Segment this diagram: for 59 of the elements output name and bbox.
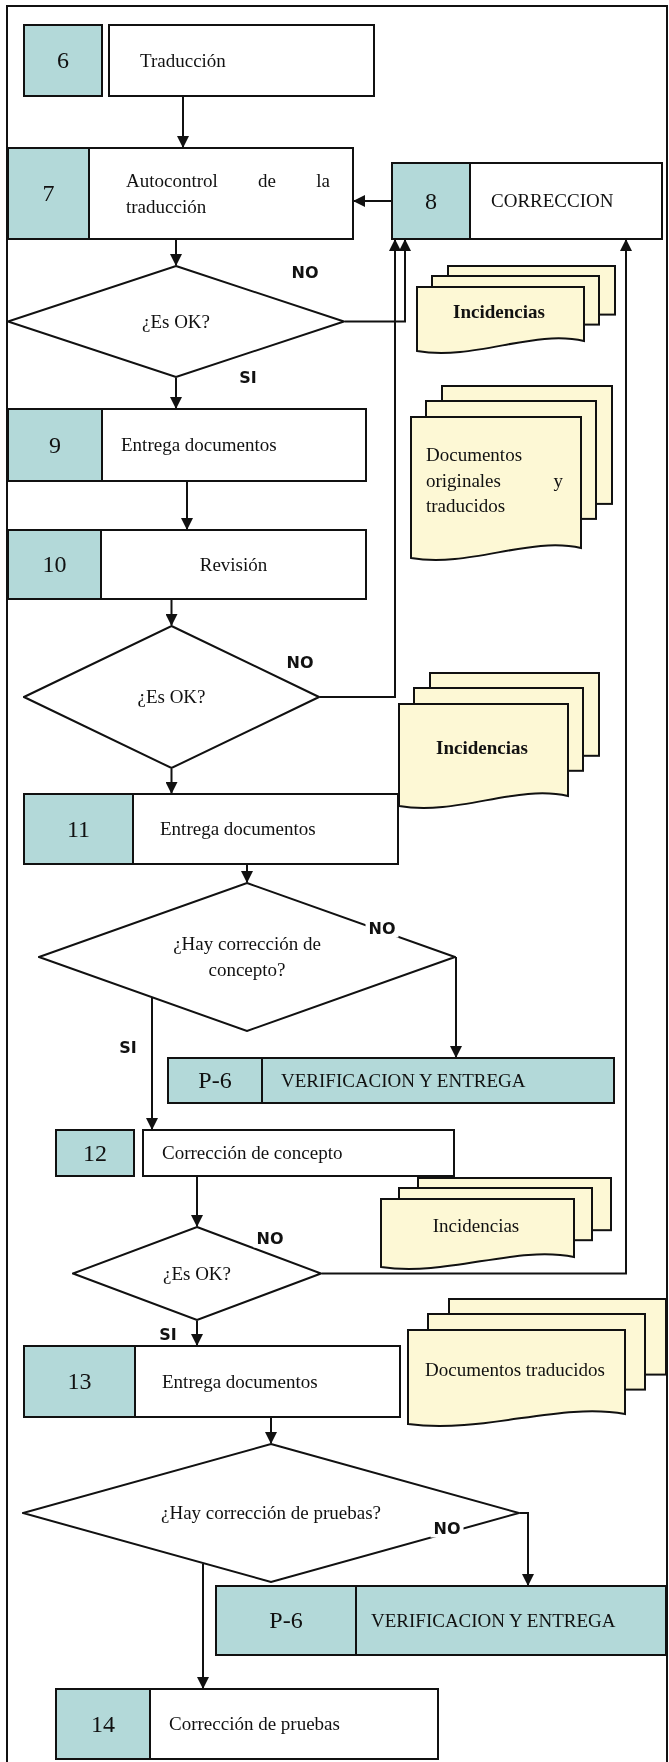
flow-arrow	[181, 481, 193, 530]
step-number-cell: 9	[7, 408, 103, 482]
flow-arrow	[170, 239, 182, 266]
decision-text: ¿Hay corrección de concepto?	[172, 932, 322, 982]
flow-arrow	[146, 996, 158, 1130]
flow-arrow	[241, 864, 253, 883]
document-label: Incidencias	[452, 300, 546, 325]
flow-arrow	[519, 1512, 534, 1586]
flow-arrow	[170, 377, 182, 409]
process-box: Autocontrol de la traducción	[88, 147, 354, 240]
step-number-cell: P-6	[167, 1057, 263, 1104]
decision-text: ¿Es OK?	[161, 1261, 233, 1286]
step-number-cell: 14	[55, 1688, 151, 1760]
step-number-cell: 12	[55, 1129, 135, 1177]
step-number-cell: 11	[23, 793, 134, 865]
flow-arrow	[165, 768, 178, 794]
flow-arrow	[191, 1176, 203, 1227]
decision-text: ¿Es OK?	[140, 309, 212, 334]
flow-arrow	[319, 239, 401, 698]
document-label: Documentos traducidos	[424, 1358, 606, 1383]
step-number-cell: 6	[23, 24, 103, 97]
decision-diamond	[38, 882, 456, 1032]
document-label: Incidencias	[435, 736, 529, 761]
document-stack	[410, 385, 613, 562]
document-stack	[407, 1298, 667, 1428]
process-box: Traducción	[108, 24, 375, 97]
flow-arrow	[344, 239, 411, 323]
decision-diamond	[72, 1226, 322, 1321]
flow-arrow	[265, 1417, 277, 1444]
flow-arrow	[321, 239, 632, 1275]
flow-arrow	[177, 96, 189, 148]
step-number-cell: P-6	[215, 1585, 357, 1656]
flow-arrow	[197, 1562, 209, 1689]
process-box: Entrega documentos	[132, 793, 399, 865]
step-number-cell: 7	[7, 147, 90, 240]
process-box: Revisión	[100, 529, 367, 600]
process-box: CORRECCION	[469, 162, 663, 240]
document-stack	[398, 672, 600, 810]
process-box: Corrección de concepto	[142, 1129, 455, 1177]
document-label: Documentos originales y traducidos	[426, 443, 563, 519]
process-box: Entrega documentos	[101, 408, 367, 482]
flow-arrow	[191, 1320, 203, 1346]
process-box: Corrección de pruebas	[149, 1688, 439, 1760]
step-number-cell: 8	[391, 162, 471, 240]
document-label: Incidencias	[431, 1214, 521, 1239]
step-number-cell: 10	[7, 529, 102, 600]
process-box: VERIFICACION Y ENTREGA	[261, 1057, 615, 1104]
process-box: VERIFICACION Y ENTREGA	[355, 1585, 667, 1656]
decision-text: ¿Es OK?	[136, 685, 207, 710]
decision-diamond	[23, 625, 320, 769]
decision-diamond	[22, 1443, 520, 1583]
step-number-cell: 13	[23, 1345, 136, 1418]
process-box: Entrega documentos	[134, 1345, 401, 1418]
document-stack	[416, 265, 616, 355]
decision-text: ¿Hay corrección de pruebas?	[160, 1501, 382, 1526]
flow-arrow	[353, 195, 392, 207]
document-stack	[380, 1177, 612, 1271]
flow-arrow	[450, 956, 462, 1058]
flow-arrow	[165, 599, 178, 626]
